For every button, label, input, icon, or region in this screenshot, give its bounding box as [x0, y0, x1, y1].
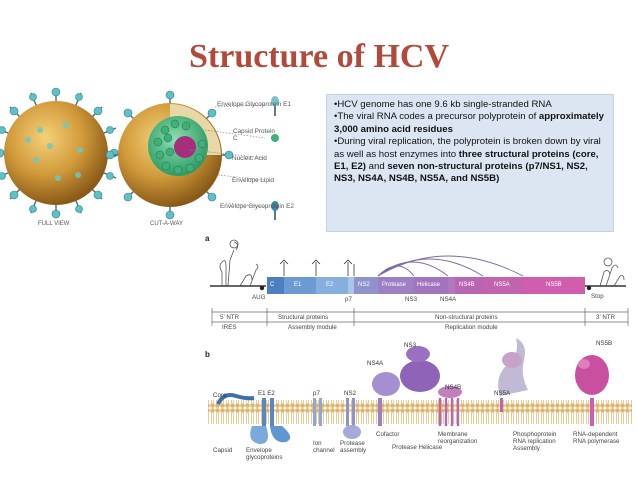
hcv-info-box: •HCV genome has one 9.6 kb single-strand…	[326, 94, 614, 232]
bullet-genome: •HCV genome has one 9.6 kb single-strand…	[334, 99, 552, 110]
domain-ns4a	[448, 277, 455, 294]
label-p7: p7	[345, 296, 352, 303]
label-envelope-lipid: Envelope Lipid	[232, 177, 274, 184]
label-stop: Stop	[591, 293, 604, 300]
label-3ntr: 3' NTR	[596, 314, 616, 321]
ns5a-protein	[498, 338, 528, 412]
ns5b-protein	[575, 355, 609, 426]
label-envelope-e1: Envelope Glycoprotein E1	[217, 101, 291, 108]
ns2-protein	[343, 398, 361, 439]
label-envelope-glycoproteins: Envelope glycoproteins	[246, 447, 283, 461]
label-p7-b: p7	[313, 390, 320, 397]
caption-full-view: FULL VIEW	[38, 221, 70, 227]
domain-label-e1: E1	[294, 282, 302, 288]
bullet-polyprotein: •The viral RNA codes a precursor polypro…	[334, 111, 604, 135]
full-view-virion	[0, 87, 121, 219]
caption-cut-away: CUT-A-WAY	[150, 221, 183, 227]
label-e1e2: E1 E2	[258, 390, 275, 397]
e1e2-proteins	[250, 398, 291, 444]
domain-e1	[284, 277, 316, 294]
label-capsid: Capsid Protein C	[233, 128, 275, 142]
domain-helicase	[414, 277, 448, 294]
ns3-ns4a-complex	[372, 346, 440, 426]
domain-label-core: C	[270, 282, 275, 288]
label-capsid-b: Capsid	[213, 447, 233, 454]
label-membrane-reorganization: Membrane reorganization	[438, 431, 478, 445]
label-protease-assembly: Protease assembly	[340, 440, 367, 454]
label-rna-polymerase: RNA-dependent RNA polymerase	[573, 431, 620, 445]
label-assembly-module: Assembly module	[288, 324, 337, 331]
domain-label-ns2: NS2	[358, 282, 370, 288]
domain-ns4b	[455, 277, 483, 294]
label-ires: IRES	[222, 324, 237, 331]
label-5ntr: 5' NTR	[220, 314, 240, 321]
domain-label-e2: E2	[326, 282, 334, 288]
label-structural-proteins: Structural proteins	[278, 314, 329, 321]
label-ns4b-b: NS4B	[445, 384, 462, 391]
domain-ns5b	[523, 277, 585, 294]
label-ns3-b: NS3	[404, 342, 417, 349]
domain-label-ns4b: NS4B	[459, 282, 475, 288]
domain-ns2	[354, 277, 378, 294]
lipid-bilayer	[208, 400, 632, 424]
domain-core	[267, 277, 284, 294]
label-phosphoprotein: Phosphoprotein RNA replication Assembly	[513, 431, 557, 452]
slide-title: Structure of HCV	[189, 38, 449, 75]
ns4b-protein	[438, 386, 462, 426]
domain-ns5a	[483, 277, 523, 294]
label-protease-helicase: Protease Helicase	[392, 444, 443, 451]
label-core: Core	[213, 392, 227, 399]
label-ns5b-b: NS5B	[596, 340, 613, 347]
label-ns2-b: NS2	[344, 390, 357, 397]
label-replication-module: Replication module	[445, 324, 498, 331]
label-nucleic-acid: Nucleic Acid	[232, 155, 267, 162]
p7-protein	[313, 398, 322, 426]
legend-capsid-icon	[271, 134, 279, 142]
panel-b-label: b	[205, 350, 210, 359]
label-nonstructural-proteins: Non-structural proteins	[435, 314, 498, 321]
cut-away-virion	[105, 90, 234, 220]
legend-e1-icon	[271, 96, 279, 116]
label-ns3: NS3	[405, 296, 418, 303]
domain-label-helicase: Helicase	[417, 282, 441, 288]
domain-label-ns5b: NS5B	[546, 282, 562, 288]
label-envelope-e2: Envelope Glycoprotein E2	[220, 203, 294, 210]
legend-e2-icon	[271, 201, 279, 220]
domain-e2	[316, 277, 348, 294]
panel-a-label: a	[205, 234, 210, 243]
domain-protease	[378, 277, 414, 294]
domain-label-ns5a: NS5A	[494, 282, 510, 288]
label-cofactor: Cofactor	[376, 431, 400, 438]
domain-label-protease: Protease	[382, 282, 407, 288]
label-ns5a-b: NS5A	[494, 390, 511, 397]
bullet-replication: •During viral replication, the polyprote…	[334, 136, 601, 185]
label-ion-channel: Ion channel	[313, 440, 335, 454]
label-ns4a-b: NS4A	[367, 360, 384, 367]
label-ns4a: NS4A	[440, 296, 457, 303]
domain-p7	[348, 277, 354, 294]
label-aug: AUG	[252, 294, 266, 301]
core-protein	[216, 393, 255, 405]
